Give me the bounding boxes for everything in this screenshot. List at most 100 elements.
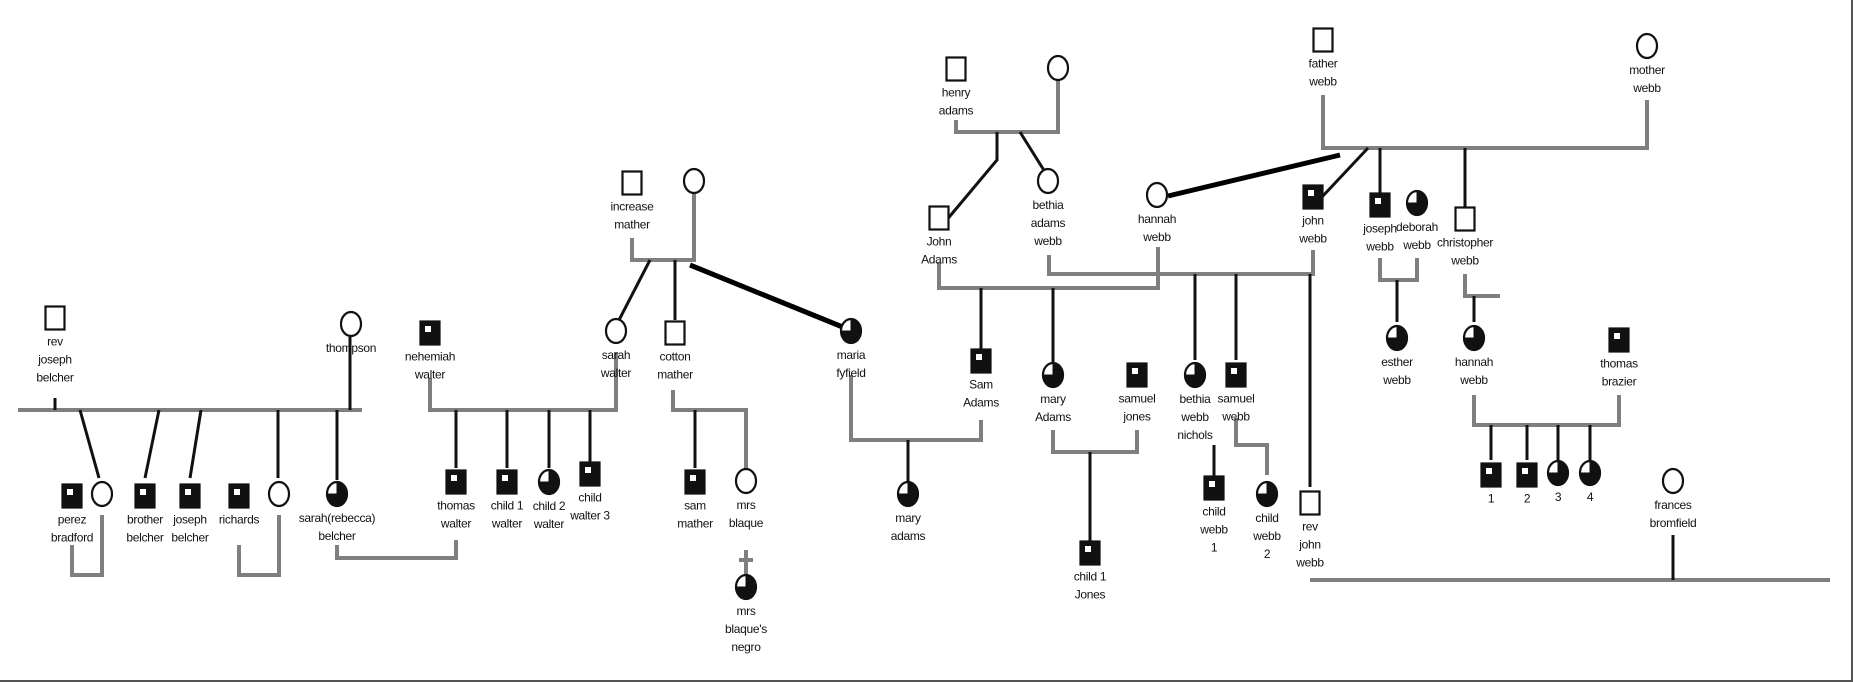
affected-fill-icon xyxy=(229,484,249,508)
person-name-label: webb xyxy=(1365,240,1394,254)
person-name-label: webb xyxy=(1450,254,1479,268)
person-name-label: christopher xyxy=(1437,236,1493,250)
affected-fill-icon xyxy=(1579,460,1601,486)
person-richards[interactable]: richards xyxy=(219,483,260,527)
belcher-child-line xyxy=(143,409,161,479)
person-child-1-walter[interactable]: child 1 walter xyxy=(491,469,524,531)
webb-child-line xyxy=(1167,152,1341,199)
person-brazier-child-2[interactable]: 2 xyxy=(1516,462,1538,506)
affected-fill-icon xyxy=(1517,463,1537,487)
person-name-label: mather xyxy=(614,218,650,232)
person-name-label: brother xyxy=(127,513,163,527)
female-circle-icon xyxy=(1145,181,1169,209)
person-name-label: bethia xyxy=(1180,392,1212,406)
thomas-sarah-marriage-line xyxy=(335,540,458,560)
affected-fill-icon xyxy=(1386,325,1408,351)
person-name-label: frances xyxy=(1654,498,1692,512)
person-name-label: perez xyxy=(58,513,87,527)
person-name-label: belcher xyxy=(171,531,209,545)
person-name-label: belcher xyxy=(126,531,164,545)
person-name-label: walter xyxy=(533,517,565,531)
female-circle-icon xyxy=(1046,54,1070,82)
person-frances-bromfield[interactable]: frances bromfield xyxy=(1650,467,1697,530)
person-name-label: bethia xyxy=(1033,198,1065,212)
connector-lines xyxy=(18,78,1830,582)
person-name-label: child 1 xyxy=(491,499,524,513)
person-unnamed-female-richards-spouse[interactable] xyxy=(267,480,291,508)
person-christopher-webb[interactable]: christopher webb xyxy=(1437,206,1494,268)
person-brazier-child-4[interactable]: 4 xyxy=(1578,459,1602,504)
webb-child-line xyxy=(1319,146,1370,200)
affected-fill-icon xyxy=(326,481,348,507)
person-name-label: maria xyxy=(837,348,866,362)
person-name-label: joseph xyxy=(37,353,72,367)
person-brazier-child-1[interactable]: 1 xyxy=(1480,462,1502,506)
person-name-label: cotton xyxy=(660,350,691,364)
person-name-label: rev xyxy=(47,335,63,349)
person-name-label: negro xyxy=(731,640,761,654)
person-name-label: walter xyxy=(440,517,472,531)
person-name-label: Adams xyxy=(963,396,999,410)
person-brazier-child-3[interactable]: 3 xyxy=(1546,459,1570,504)
person-name-label: thomas xyxy=(1600,357,1638,371)
richards-marriage-line xyxy=(237,515,281,577)
person-thompson[interactable]: thompson xyxy=(326,310,376,355)
affected-fill-icon xyxy=(1204,476,1224,500)
person-name-label: esther xyxy=(1381,355,1413,369)
person-unnamed-female-mather-spouse[interactable] xyxy=(682,167,706,195)
female-circle-icon xyxy=(682,167,706,195)
female-circle-icon xyxy=(1661,467,1685,495)
affected-fill-icon xyxy=(1370,193,1390,217)
person-unnamed-female-adams-spouse[interactable] xyxy=(1046,54,1070,82)
male-square-icon xyxy=(1454,206,1476,232)
person-name-label: walter xyxy=(491,517,523,531)
person-name-label: bromfield xyxy=(1650,516,1697,530)
person-unnamed-female-bradford-spouse[interactable] xyxy=(90,480,114,508)
person-name-label: jones xyxy=(1122,410,1150,424)
affected-fill-icon xyxy=(1226,363,1246,387)
affected-fill-icon xyxy=(1547,460,1569,486)
person-sarah-rebecca-belcher[interactable]: sarah(rebecca)belcher xyxy=(299,480,376,543)
female-circle-icon xyxy=(1635,32,1659,60)
person-brother-belcher[interactable]: brother belcher xyxy=(126,483,164,545)
person-name-label: mother xyxy=(1629,63,1665,77)
person-name-label: child xyxy=(1255,511,1278,525)
person-name-label: father xyxy=(1309,57,1338,71)
